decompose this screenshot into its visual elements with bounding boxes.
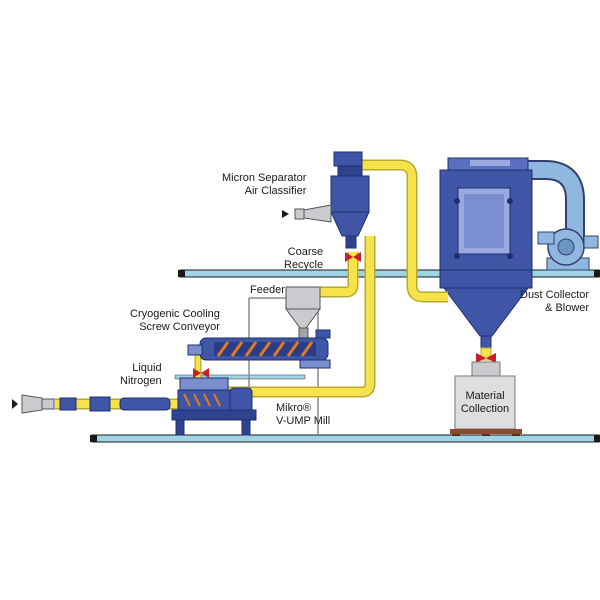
- valves: [193, 252, 361, 378]
- mid-floor: [174, 374, 306, 380]
- feeder-label: Feeder: [250, 284, 285, 296]
- screw-conveyor: [187, 329, 331, 369]
- micron-separator-label: Micron Separator Air Classifier: [222, 172, 307, 197]
- material-collection-label: Material Collection: [460, 390, 510, 415]
- screw-conveyor-label: Cryogenic Cooling Screw Conveyor: [130, 308, 220, 333]
- material-collection-bin: [450, 347, 522, 436]
- lower-floor: [90, 434, 600, 443]
- yellow-pipes: [55, 159, 448, 410]
- blower-duct: [525, 160, 585, 240]
- coarse-recycle-label: Coarse Recycle: [284, 246, 324, 271]
- air-classifier: [282, 151, 370, 249]
- blower: [537, 228, 599, 271]
- dust-collector: [439, 157, 533, 349]
- nitrogen-inlet: [12, 394, 171, 414]
- mill-label: Mikro® V-UMP Mill: [276, 402, 331, 427]
- dust-collector-label: Dust Collector & Blower: [520, 289, 590, 314]
- feeder-hopper: [285, 286, 321, 339]
- upper-floor: [178, 269, 600, 278]
- mill: [171, 377, 257, 436]
- liquid-nitrogen-label: Liquid Nitrogen: [120, 362, 162, 387]
